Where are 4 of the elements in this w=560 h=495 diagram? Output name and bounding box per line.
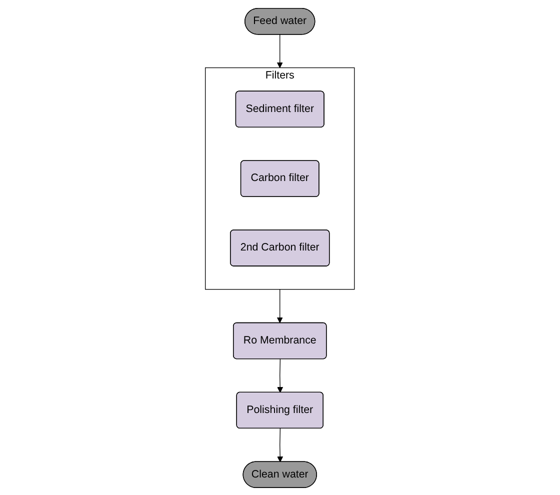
arrow	[277, 34, 283, 68]
arrow	[277, 288, 283, 323]
arrow	[277, 428, 284, 462]
arrow	[277, 358, 284, 392]
